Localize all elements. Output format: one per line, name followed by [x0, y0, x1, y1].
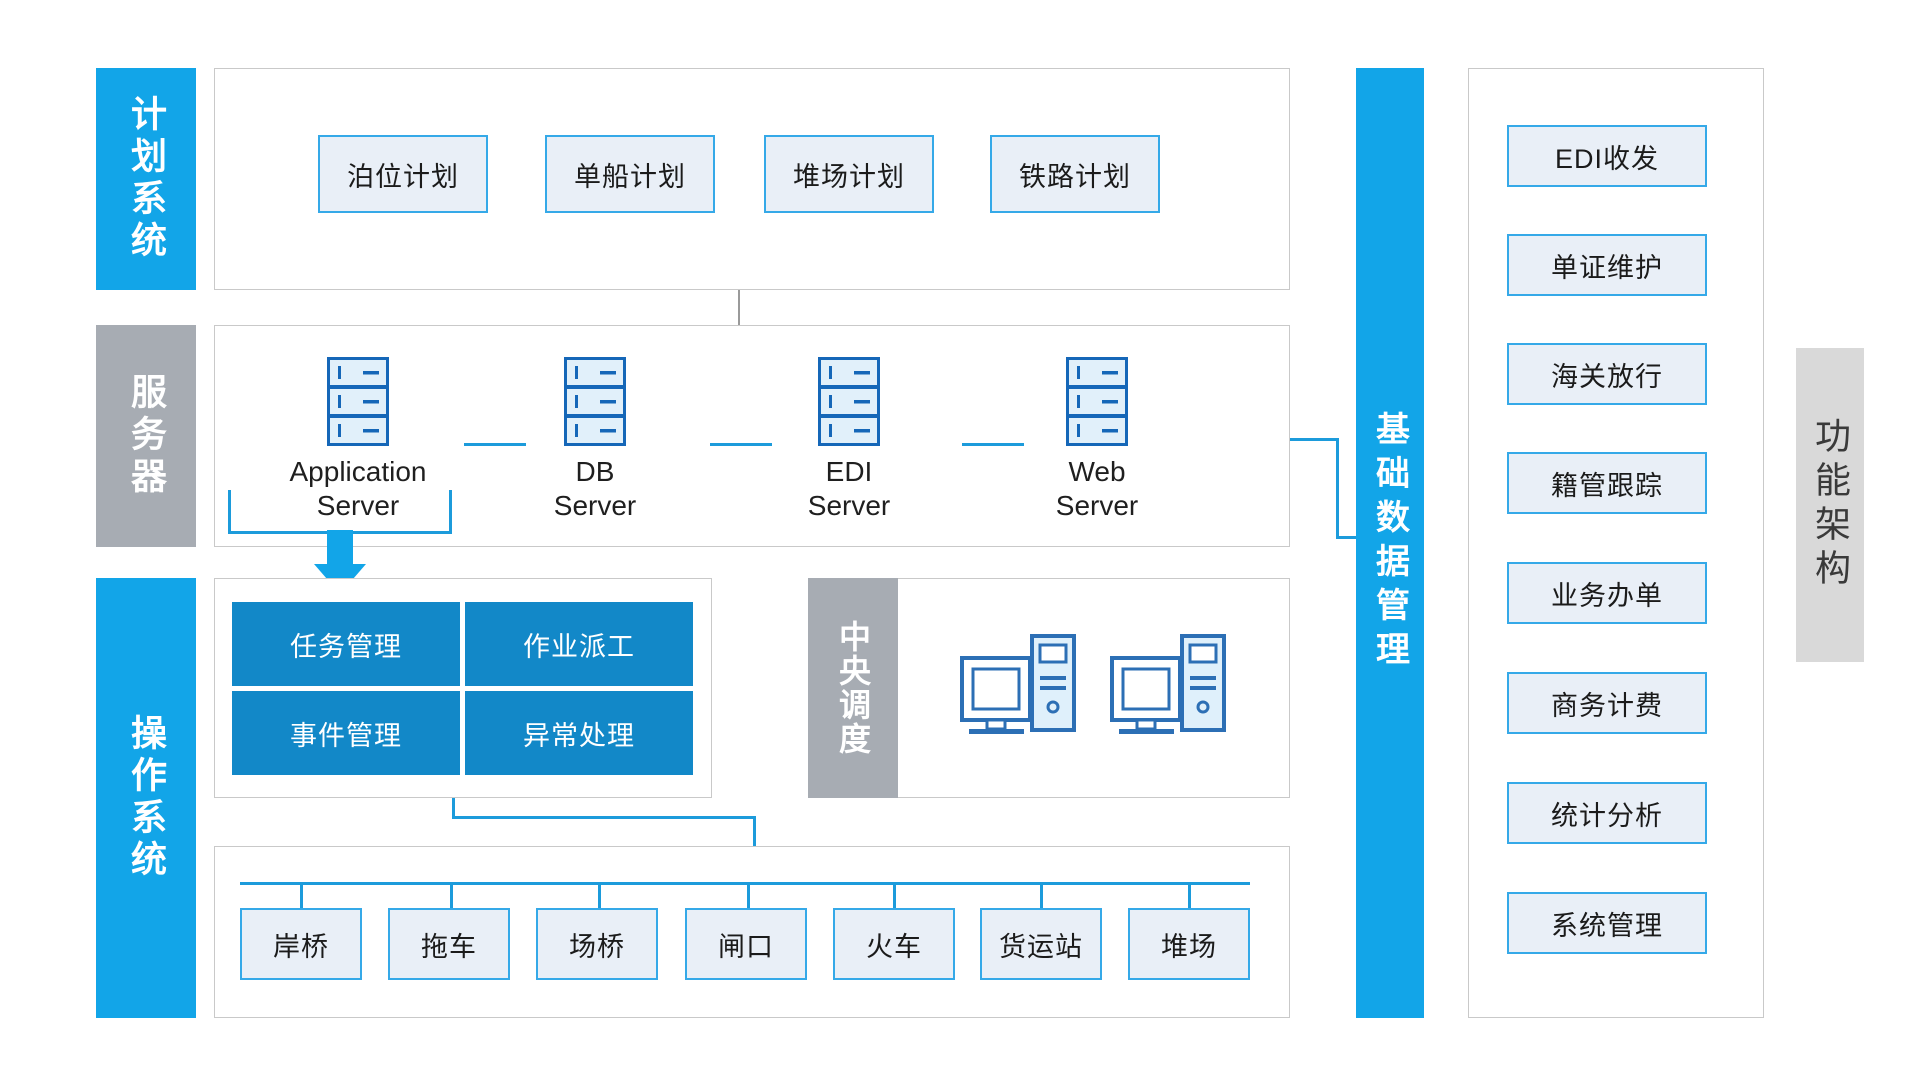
connector-server-link: [710, 443, 772, 446]
equipment-stem: [1188, 882, 1191, 910]
band-central-dispatch: 中央调度: [808, 578, 898, 798]
function-item-0[interactable]: EDI收发: [1507, 125, 1707, 187]
desktop-computer-icon: [1110, 630, 1228, 740]
planning-item-0[interactable]: 泊位计划: [318, 135, 488, 213]
equipment-item-6[interactable]: 堆场: [1128, 908, 1250, 980]
band-server: 服务器: [96, 325, 196, 547]
equipment-stem: [893, 882, 896, 910]
equipment-stem: [747, 882, 750, 910]
connector-modules-run: [452, 816, 755, 819]
operation-module-2[interactable]: 事件管理: [232, 691, 460, 775]
function-item-3[interactable]: 籍管跟踪: [1507, 452, 1707, 514]
server-label-line1: DB: [575, 456, 615, 487]
function-item-2[interactable]: 海关放行: [1507, 343, 1707, 405]
connector-server-basicdata: [1290, 438, 1338, 441]
band-planning-system: 计划系统: [96, 68, 196, 290]
equipment-item-5[interactable]: 货运站: [980, 908, 1102, 980]
planning-item-2[interactable]: 堆场计划: [764, 135, 934, 213]
function-item-7[interactable]: 系统管理: [1507, 892, 1707, 954]
server-rack-icon: [818, 357, 880, 447]
connector-basicdata-drop: [1336, 438, 1339, 538]
operation-module-3[interactable]: 异常处理: [465, 691, 693, 775]
server-rack-icon: [564, 357, 626, 447]
equipment-item-3[interactable]: 闸口: [685, 908, 807, 980]
equipment-stem: [450, 882, 453, 910]
planning-item-1[interactable]: 单船计划: [545, 135, 715, 213]
function-list-panel: [1468, 68, 1764, 1018]
connector-planning-server: [738, 290, 740, 325]
band-function-architecture: 功能架构: [1796, 348, 1864, 662]
server-label-line1: Application: [289, 456, 427, 487]
equipment-item-1[interactable]: 拖车: [388, 908, 510, 980]
desktop-computer-icon: [960, 630, 1078, 740]
server-label-line2: Server: [553, 490, 637, 521]
connector-modules-drop: [452, 798, 455, 818]
equipment-stem: [598, 882, 601, 910]
function-item-6[interactable]: 统计分析: [1507, 782, 1707, 844]
server-label-0: Application Server: [258, 455, 458, 523]
server-label-line2: Server: [316, 490, 400, 521]
server-rack-icon: [1066, 357, 1128, 447]
band-operation-system: 操作系统: [96, 578, 196, 1018]
server-label-line2: Server: [807, 490, 891, 521]
server-label-line1: Web: [1068, 456, 1126, 487]
equipment-bus-line: [240, 882, 1250, 885]
equipment-item-2[interactable]: 场桥: [536, 908, 658, 980]
planning-item-3[interactable]: 铁路计划: [990, 135, 1160, 213]
operation-module-0[interactable]: 任务管理: [232, 602, 460, 686]
function-item-5[interactable]: 商务计费: [1507, 672, 1707, 734]
server-label-1: DB Server: [495, 455, 695, 523]
connector-server-link: [962, 443, 1024, 446]
function-item-1[interactable]: 单证维护: [1507, 234, 1707, 296]
connector-server-link: [464, 443, 526, 446]
equipment-stem: [300, 882, 303, 910]
connector-basicdata-enter: [1336, 536, 1360, 539]
operation-module-1[interactable]: 作业派工: [465, 602, 693, 686]
function-item-4[interactable]: 业务办单: [1507, 562, 1707, 624]
server-label-line1: EDI: [825, 456, 873, 487]
equipment-item-0[interactable]: 岸桥: [240, 908, 362, 980]
band-basic-data-management: 基础数据管理: [1356, 68, 1424, 1018]
server-label-2: EDI Server: [749, 455, 949, 523]
equipment-item-4[interactable]: 火车: [833, 908, 955, 980]
connector-app-server-bracket: [228, 490, 452, 534]
server-label-3: Web Server: [997, 455, 1197, 523]
equipment-stem: [1040, 882, 1043, 910]
server-label-line2: Server: [1055, 490, 1139, 521]
arrow-stem: [327, 530, 353, 566]
connector-modules-to-bus: [753, 816, 756, 848]
server-rack-icon: [327, 357, 389, 447]
